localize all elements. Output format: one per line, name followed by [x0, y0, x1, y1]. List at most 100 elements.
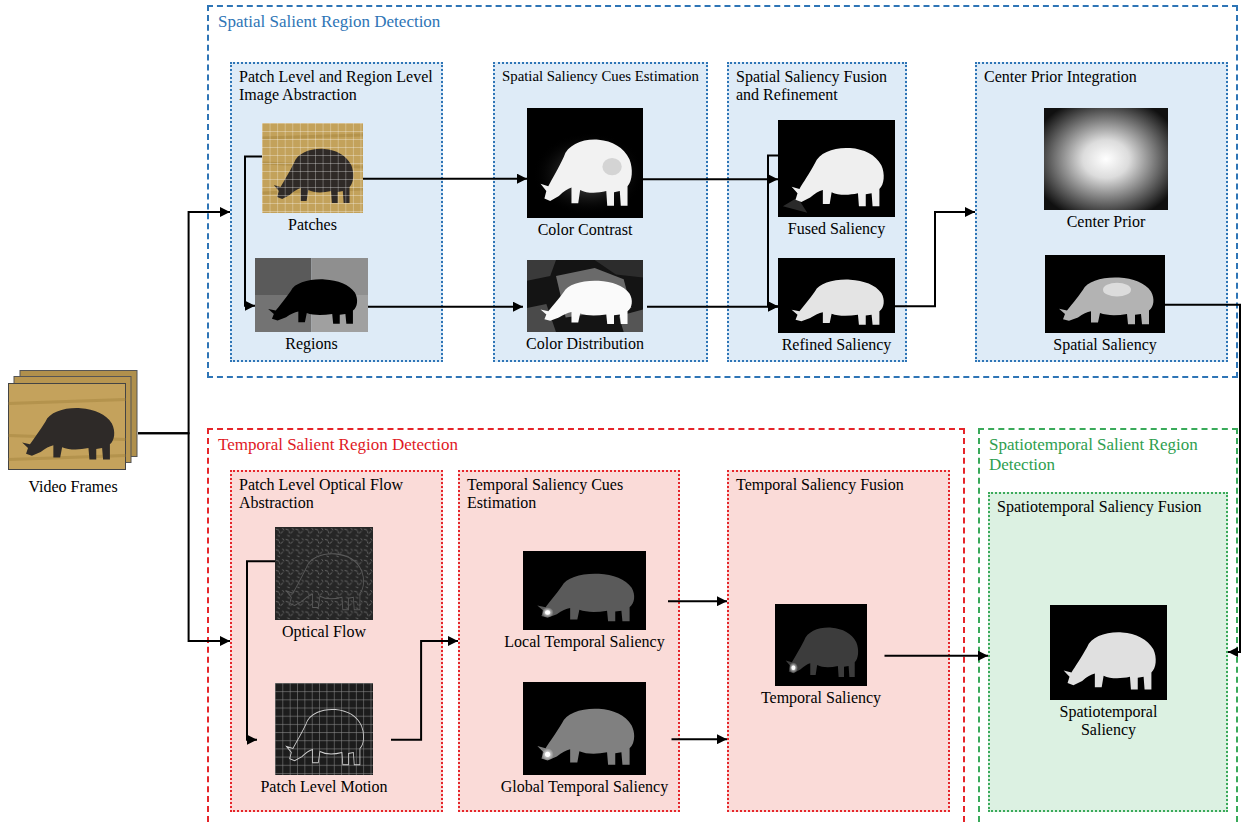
- image-detail: [286, 554, 363, 610]
- thumbnail-image: [778, 258, 895, 333]
- flow-arrow: [643, 178, 778, 180]
- image-caption: Global Temporal Saliency: [501, 778, 668, 796]
- flow-arrow: [895, 212, 975, 306]
- image-panel: Spatiotemporal Saliency: [1050, 605, 1167, 740]
- flow-arrow: [647, 306, 778, 308]
- image-detail: [523, 682, 646, 775]
- image-detail: [778, 120, 895, 217]
- thumbnail-image: [778, 120, 895, 217]
- thumbnail-image: [523, 551, 646, 630]
- image-detail: [1045, 255, 1165, 333]
- image-detail: [545, 752, 550, 757]
- flow-arrow: [247, 561, 275, 739]
- step-heading: Spatial Saliency Fusion and Refinement: [729, 64, 905, 109]
- image-detail: [1059, 277, 1153, 324]
- image-detail: [1064, 632, 1156, 689]
- image-panel: Regions: [255, 258, 368, 353]
- image-caption: Optical Flow: [282, 623, 366, 641]
- thumbnail-image: [1044, 108, 1168, 210]
- flow-arrow: [138, 212, 230, 433]
- flow-arrow: [363, 178, 527, 180]
- thumbnail-image: [523, 682, 646, 775]
- image-caption: Fused Saliency: [788, 220, 885, 238]
- image-detail: [537, 709, 634, 765]
- image-detail: [541, 607, 553, 618]
- image-detail: [775, 604, 867, 686]
- thumbnail-image: [527, 260, 643, 332]
- step-box: Spatiotemporal Saliency Fusion Spatiotem…: [988, 492, 1228, 812]
- image-detail: [262, 123, 363, 213]
- image-caption: Regions: [285, 335, 337, 353]
- thumbnail-image: [255, 258, 368, 332]
- image-detail: [791, 666, 795, 671]
- stage-title: Spatiotemporal Salient Region Detection: [980, 430, 1236, 481]
- image-detail: [792, 148, 884, 206]
- step-box: Patch Level Optical Flow Abstraction Opt…: [230, 470, 443, 812]
- flow-arrow: [672, 738, 728, 740]
- image-panel: Global Temporal Saliency: [498, 682, 672, 796]
- step-heading: Center Prior Integration: [977, 64, 1226, 90]
- step-heading: Temporal Saliency Fusion: [729, 472, 948, 498]
- flow-arrow: [138, 433, 230, 641]
- thumbnail-image: [1045, 255, 1165, 333]
- image-detail: [778, 258, 895, 333]
- image-panel: Fused Saliency: [778, 120, 895, 238]
- image-caption: Spatial Saliency: [1053, 336, 1157, 354]
- image-caption: Video Frames: [28, 478, 117, 496]
- image-detail: [275, 683, 373, 775]
- stage-group: Temporal Salient Region DetectionPatch L…: [207, 428, 965, 822]
- image-detail: [268, 279, 357, 324]
- image-caption: Refined Saliency: [782, 336, 892, 354]
- stage-group: Spatial Salient Region DetectionPatch Le…: [207, 5, 1238, 378]
- image-caption: Color Distribution: [526, 335, 644, 353]
- image-panel: Local Temporal Saliency: [501, 551, 668, 651]
- image-detail: [541, 140, 632, 206]
- flow-arrow: [1165, 305, 1240, 652]
- step-box: Patch Level and Region Level Image Abstr…: [230, 62, 443, 362]
- image-caption: Spatiotemporal Saliency: [1050, 703, 1167, 740]
- image-panel: Optical Flow: [275, 527, 373, 641]
- step-heading: Spatial Saliency Cues Estimation: [495, 64, 706, 89]
- image-detail: [9, 400, 126, 460]
- image-detail: [537, 574, 634, 622]
- image-detail: [533, 132, 643, 215]
- image-caption: Patch Level Motion: [260, 778, 387, 796]
- image-detail: [1044, 108, 1168, 210]
- image-detail: [22, 408, 114, 459]
- image-detail: [275, 527, 373, 620]
- flow-arrow: [885, 655, 989, 657]
- stage-group: Spatiotemporal Salient Region DetectionS…: [978, 428, 1238, 822]
- image-caption: Temporal Saliency: [761, 689, 881, 707]
- image-detail: [9, 384, 126, 470]
- image-detail: [9, 384, 126, 470]
- image-detail: [527, 260, 556, 281]
- image-detail: [286, 709, 363, 764]
- thumbnail-image: [262, 123, 363, 213]
- image-panel: Patches: [262, 123, 363, 234]
- image-panel: Spatial Saliency: [1045, 255, 1165, 354]
- step-heading: Temporal Saliency Cues Estimation: [460, 472, 678, 517]
- image-panel: Temporal Saliency: [758, 604, 885, 707]
- step-box: Center Prior Integration Center Prior Sp…: [975, 62, 1228, 362]
- image-detail: [541, 281, 632, 324]
- image-detail: [275, 683, 373, 775]
- image-detail: [1050, 605, 1167, 700]
- image-detail: [22, 408, 114, 459]
- flow-arrow: [668, 600, 727, 602]
- thumbnail-image: [275, 683, 373, 775]
- image-detail: [602, 158, 621, 175]
- image-panel: Color Distribution: [523, 260, 647, 353]
- thumbnail-image: [8, 370, 138, 470]
- stage-title: Spatial Salient Region Detection: [209, 7, 1236, 37]
- image-detail: [262, 123, 363, 213]
- thumbnail-image: [1050, 605, 1167, 700]
- image-detail: [545, 610, 550, 614]
- image-detail: [1103, 283, 1131, 297]
- image-panel: Center Prior: [1044, 108, 1168, 231]
- image-detail: [792, 280, 884, 325]
- flow-arrow: [391, 641, 458, 740]
- thumbnail-image: [527, 108, 643, 218]
- stage-title: Temporal Salient Region Detection: [209, 430, 963, 460]
